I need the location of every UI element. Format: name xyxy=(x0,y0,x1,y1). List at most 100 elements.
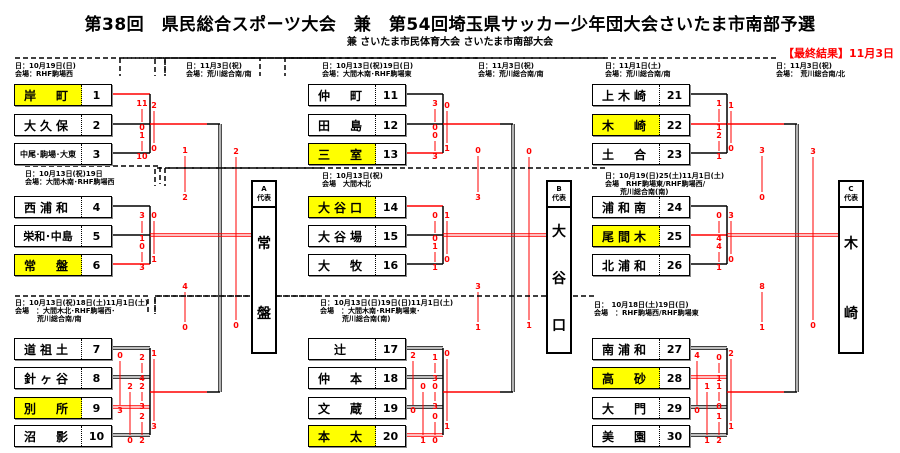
score-g3-d: 0 xyxy=(694,406,700,415)
score-final: 2 xyxy=(233,147,239,156)
score-g1-c: 1 xyxy=(728,101,734,110)
group-info-a2: 日：10月13日(祝)19日会場：大間木南･RHF駒場西 xyxy=(25,170,115,186)
rep-char: 大 xyxy=(552,224,566,241)
score-g1-b: 1 xyxy=(716,152,722,161)
score-g3-e: 1 xyxy=(704,436,710,445)
score-g3-b: 2 xyxy=(139,382,145,391)
score-r2-b: 0 xyxy=(182,323,188,332)
score-g3-b: 1 xyxy=(716,382,722,391)
info-frame xyxy=(164,167,605,186)
score-g3-f: 0 xyxy=(444,349,450,358)
rep-char: 谷 xyxy=(552,270,566,287)
score-r2-b: 3 xyxy=(475,282,481,291)
score-g1-b: 10 xyxy=(136,152,148,161)
score-g3-b: 3 xyxy=(432,402,438,411)
score-r2-b: 1 xyxy=(475,323,481,332)
score-g3-c: 0 xyxy=(432,412,438,421)
score-g3-c: 2 xyxy=(716,436,722,445)
score-g2-a: 4 xyxy=(716,234,722,243)
score-g3-e: 1 xyxy=(420,436,426,445)
score-g2-a: 1 xyxy=(139,234,145,243)
page-subtitle: 兼 さいたま市民体育大会 さいたま市南部大会 xyxy=(346,37,554,48)
score-g1-a: 3 xyxy=(432,99,438,108)
info-frame xyxy=(119,57,776,76)
rep-char: 口 xyxy=(552,317,566,334)
final-result-label: 【最終結果】11月3日 xyxy=(783,47,894,60)
info-frame xyxy=(154,295,594,314)
group-info-c2: 日：10月19(日)25(土)11月1日(土)会場 RHF駒場東/RHF駒場西/… xyxy=(605,172,725,196)
score-g1-a: 0 xyxy=(432,123,438,132)
score-g1-c: 0 xyxy=(444,101,450,110)
score-g1-a: 1 xyxy=(716,99,722,108)
score-g3-b: 0 xyxy=(432,382,438,391)
score-g3-c: 0 xyxy=(432,436,438,445)
page-title: 第38回 県民総合スポーツ大会 兼 第54回埼玉県サッカー少年団大会さいたま市南… xyxy=(84,15,816,35)
score-g1-c: 2 xyxy=(151,101,157,110)
score-g3-a: 2 xyxy=(139,353,145,362)
info-frame xyxy=(25,165,161,184)
rep-char: 常 xyxy=(257,236,271,252)
score-g1-a: 1 xyxy=(716,123,722,132)
score-g3-e: 0 xyxy=(127,436,133,445)
score-g2-a: 0 xyxy=(432,234,438,243)
group-info-a3: 日：10月13日(祝)18日(土)11月1日(土)会場 ：大間木北･RHF駒場西… xyxy=(15,299,149,323)
score-g2-c: 0 xyxy=(444,255,450,264)
score-g1-b: 2 xyxy=(716,131,722,140)
rep-char: 木 xyxy=(844,236,858,252)
score-g3-a: 0 xyxy=(716,353,722,362)
score-r2-a: 3 xyxy=(475,193,481,202)
score-g2-c: 0 xyxy=(151,211,157,220)
score-g2-b: 0 xyxy=(139,242,145,251)
score-r2-a: 3 xyxy=(759,146,765,155)
score-g3-d: 3 xyxy=(117,406,123,415)
group-info-c1: 日：11月1日(土)会場：荒川総合南/南 xyxy=(605,62,671,78)
score-g3-f: 1 xyxy=(151,349,157,358)
score-r2-b: 1 xyxy=(759,323,765,332)
score-g3-b: 0 xyxy=(716,402,722,411)
score-g1-b: 1 xyxy=(139,131,145,140)
group-info-b2: 日：10月13日(祝)会場 大間木北 xyxy=(322,172,383,188)
score-final: 0 xyxy=(810,321,816,330)
final-info-b: 日：11月3日(祝)会場：荒川総合南/南 xyxy=(478,62,544,78)
score-g3-c: 2 xyxy=(139,436,145,445)
score-final: 0 xyxy=(526,147,532,156)
score-g3-c: 2 xyxy=(139,412,145,421)
info-frame xyxy=(154,295,320,314)
group-info-a1: 日：10月19日(日)会場：RHF駒場西 xyxy=(15,62,76,78)
group-info-c3: 日： 10月18日(土)19日(日)会場 ：RHF駒場西/RHF駒場東 xyxy=(594,301,699,317)
score-g2-c: 1 xyxy=(444,211,450,220)
score-g3-c: 1 xyxy=(716,412,722,421)
score-final: 3 xyxy=(810,147,816,156)
score-g1-c: 1 xyxy=(444,144,450,153)
score-g2-b: 4 xyxy=(716,242,722,251)
score-g3-a: 4 xyxy=(139,374,145,383)
score-g2-a: 0 xyxy=(716,211,722,220)
final-info-a: 日：11月3日(祝)会場：荒川総合南/南 xyxy=(186,62,252,78)
final-info-c: 日：11月3日(祝)会場： 荒川総合南/北 xyxy=(776,62,846,78)
score-r2-a: 0 xyxy=(759,193,765,202)
score-final: 0 xyxy=(233,321,239,330)
score-g3-d: 0 xyxy=(410,406,416,415)
score-g2-b: 1 xyxy=(716,263,722,272)
score-g3-f: 1 xyxy=(444,422,450,431)
